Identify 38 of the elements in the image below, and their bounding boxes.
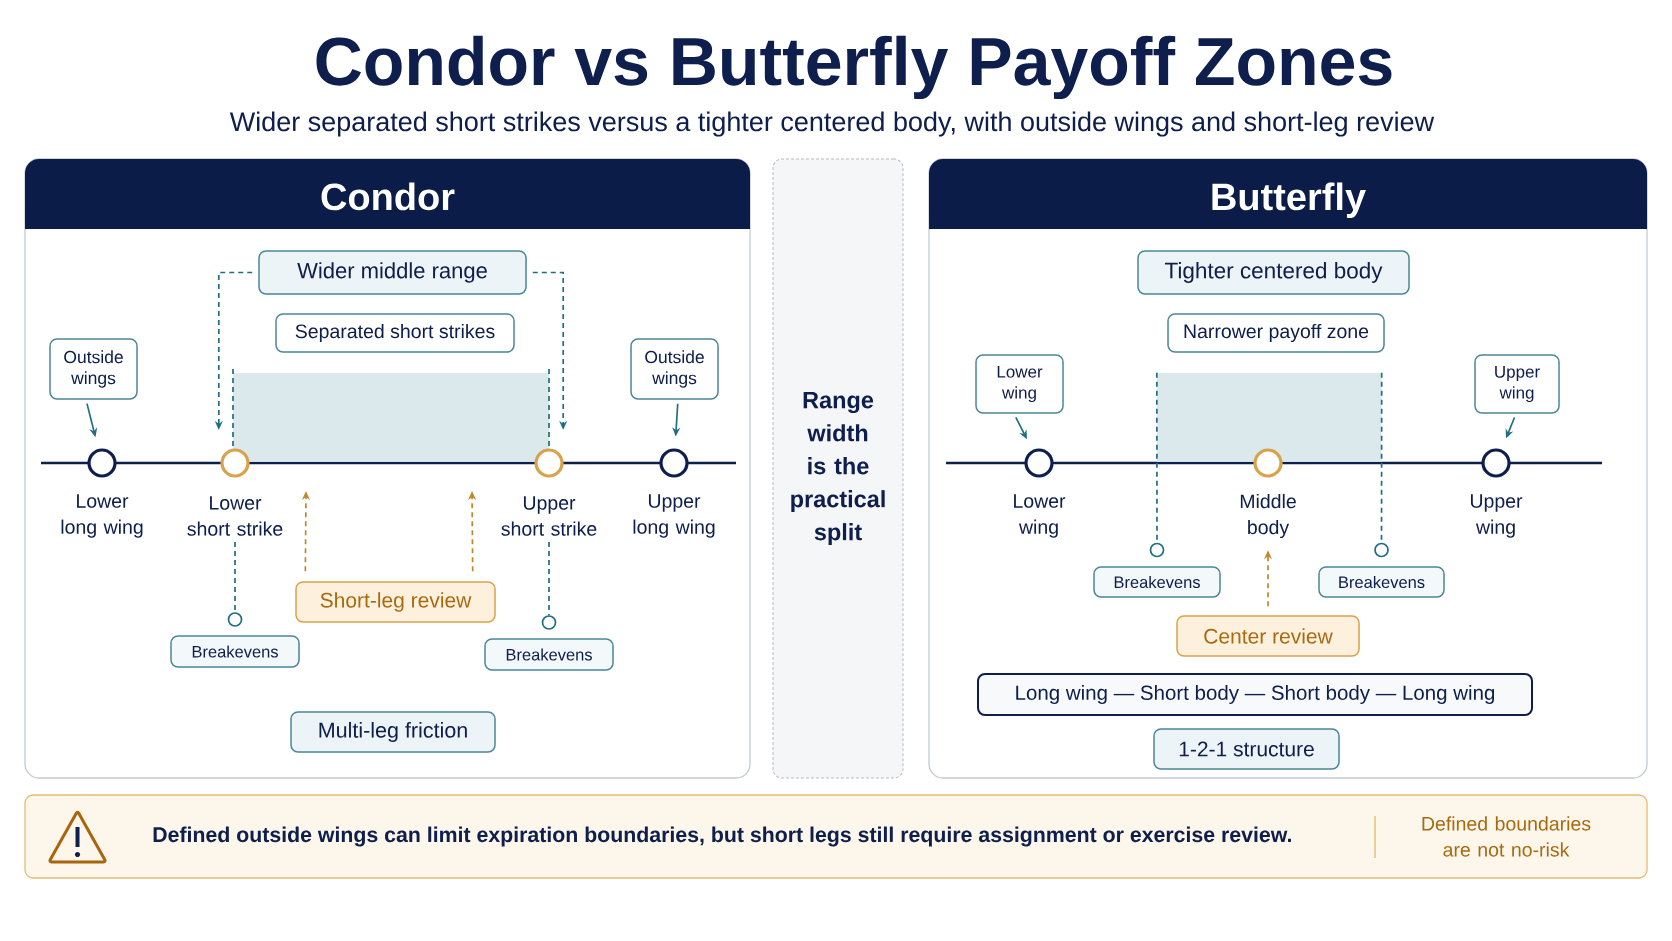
node-label: Defined boundaries are not no-risk xyxy=(1422,816,1591,857)
shaded-zone xyxy=(1157,373,1382,462)
callout-box: Short-leg review xyxy=(295,581,496,623)
callout-box: Wider middle range xyxy=(258,250,527,295)
title: Condor vs Butterfly Payoff Zones xyxy=(316,35,1392,100)
callout-box: Outside wings xyxy=(630,338,719,400)
point-label: Lower short strike xyxy=(187,496,283,536)
point-label: Lower long wing xyxy=(61,494,143,538)
warning-banner: Defined outside wings can limit expiration boundaries, but short legs still require assignment or exercise review. Defined boundaries are not no-risk xyxy=(24,794,1648,879)
ring-marker xyxy=(1374,542,1389,558)
point-label: Upper wing xyxy=(1470,494,1523,538)
point-label: Middle body xyxy=(1240,493,1296,539)
point-label: Upper long wing xyxy=(633,494,715,538)
ring-marker xyxy=(227,612,243,627)
callout-box: Breakevens xyxy=(1318,566,1445,598)
callout-box: Lower wing xyxy=(975,354,1064,414)
ring-marker xyxy=(1149,542,1165,558)
callout-box: Breakevens xyxy=(170,635,300,668)
ring-marker xyxy=(541,615,557,630)
callout-box: Breakevens xyxy=(484,638,614,671)
callout-box: 1-2-1 structure xyxy=(1153,728,1340,770)
callout-box: Tighter centered body xyxy=(1137,250,1410,295)
callout-box: Separated short strikes xyxy=(275,313,515,353)
leader-line xyxy=(234,541,236,613)
callout-box: Center review xyxy=(1176,615,1360,657)
shaded-zone xyxy=(232,368,550,462)
subtitle: Wider separated short strikes versus a tighter centered body, with outside wings and short-leg review xyxy=(229,111,1435,137)
point-label: Upper short strike xyxy=(501,496,597,536)
callout-box: Multi-leg friction xyxy=(290,711,496,753)
node-label: Defined outside wings can limit expiration boundaries, but short legs still require assignment or exercise review. xyxy=(153,826,1291,847)
callout-box: Narrower payoff zone xyxy=(1167,313,1385,353)
callout-box: Outside wings xyxy=(49,338,138,400)
callout-box: Long wing — Short body — Short body — Long wing xyxy=(977,673,1533,716)
point-label: Lower wing xyxy=(1014,494,1066,538)
note-panel: Range width is the practical split xyxy=(772,158,904,779)
callout-box: Upper wing xyxy=(1474,354,1560,414)
leader-line xyxy=(548,541,550,616)
callout-box: Breakevens xyxy=(1093,566,1221,598)
